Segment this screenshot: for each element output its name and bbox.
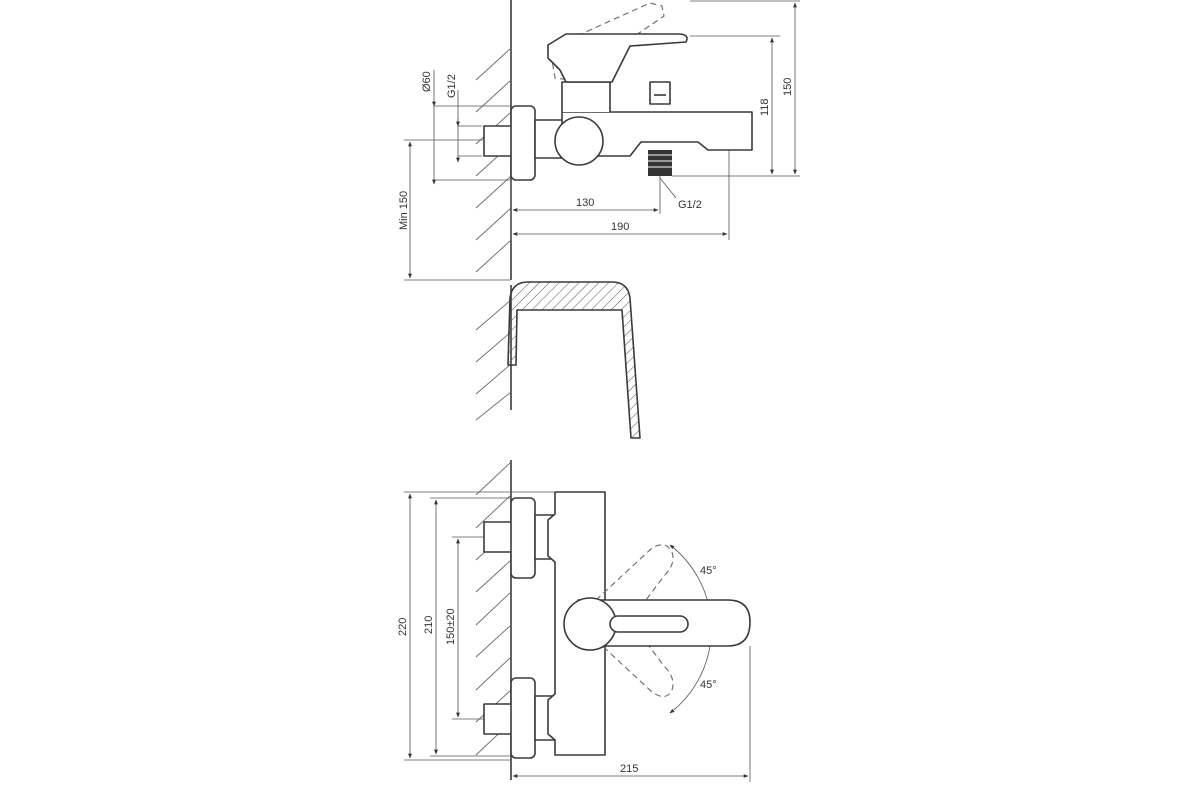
dim-width-label: 215: [620, 763, 638, 775]
spout-cross-section: [507, 281, 641, 439]
wall-hatching: [475, 47, 512, 273]
dim-total-height-label: 150: [782, 78, 794, 96]
lever-open-position: [549, 2, 665, 81]
side-view: Ø60 G1/2 Min 150 118 150 130 190 G1/2: [398, 0, 800, 281]
front-view: 45° 45° 220 210 150±20 215: [397, 460, 751, 782]
lever-slot: [609, 615, 689, 633]
diverter-knob: [649, 81, 671, 105]
outlet-thread: [648, 150, 672, 176]
dim-outlet-thread-label: G1/2: [678, 199, 702, 211]
dim-depth-total-label: 190: [611, 221, 629, 233]
lever-hub: [563, 597, 617, 651]
dim-min-height-label: Min 150: [398, 191, 410, 230]
spout-section: [475, 281, 641, 439]
inlet-pipe: [483, 125, 513, 157]
dim-depth-outlet-label: 130: [576, 197, 594, 209]
lever-position-up: [595, 544, 674, 633]
dim-diameter-label: Ø60: [421, 71, 433, 92]
dim-spout-height-label: 118: [759, 98, 771, 116]
dim-height-inner-label: 210: [423, 616, 435, 634]
cartridge-circle: [554, 116, 604, 166]
dim-height-outer-label: 220: [397, 618, 409, 636]
dim-inlet-thread-label: G1/2: [446, 74, 458, 98]
dim-angle-down-label: 45°: [700, 679, 717, 691]
lever: [547, 33, 688, 83]
dim-angle-up-label: 45°: [700, 565, 717, 577]
wall-flange: [510, 105, 536, 181]
dim-connection-spacing-label: 150±20: [445, 608, 457, 645]
cartridge-housing: [561, 81, 611, 112]
